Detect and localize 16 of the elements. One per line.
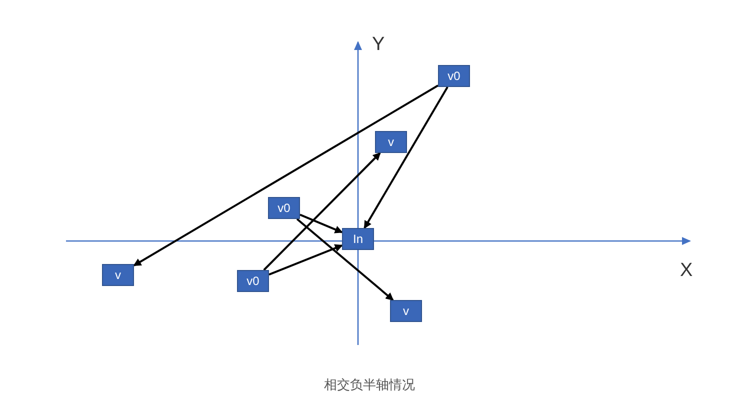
arrow	[263, 152, 381, 271]
vector-box: v	[102, 264, 134, 286]
arrow	[133, 84, 438, 266]
caption: 相交负半轴情况	[324, 377, 415, 392]
axis-label: X	[680, 260, 693, 282]
arrow	[268, 244, 343, 276]
vector-box: v0	[438, 65, 470, 87]
vector-box: In	[342, 228, 374, 250]
vector-box: v	[375, 131, 407, 153]
vector-box: v	[390, 300, 422, 322]
arrow	[364, 86, 448, 229]
axis-label: Y	[372, 34, 385, 56]
arrow	[300, 214, 343, 234]
vector-box: v0	[237, 270, 269, 292]
arrow	[296, 218, 394, 301]
vector-box: v0	[268, 197, 300, 219]
